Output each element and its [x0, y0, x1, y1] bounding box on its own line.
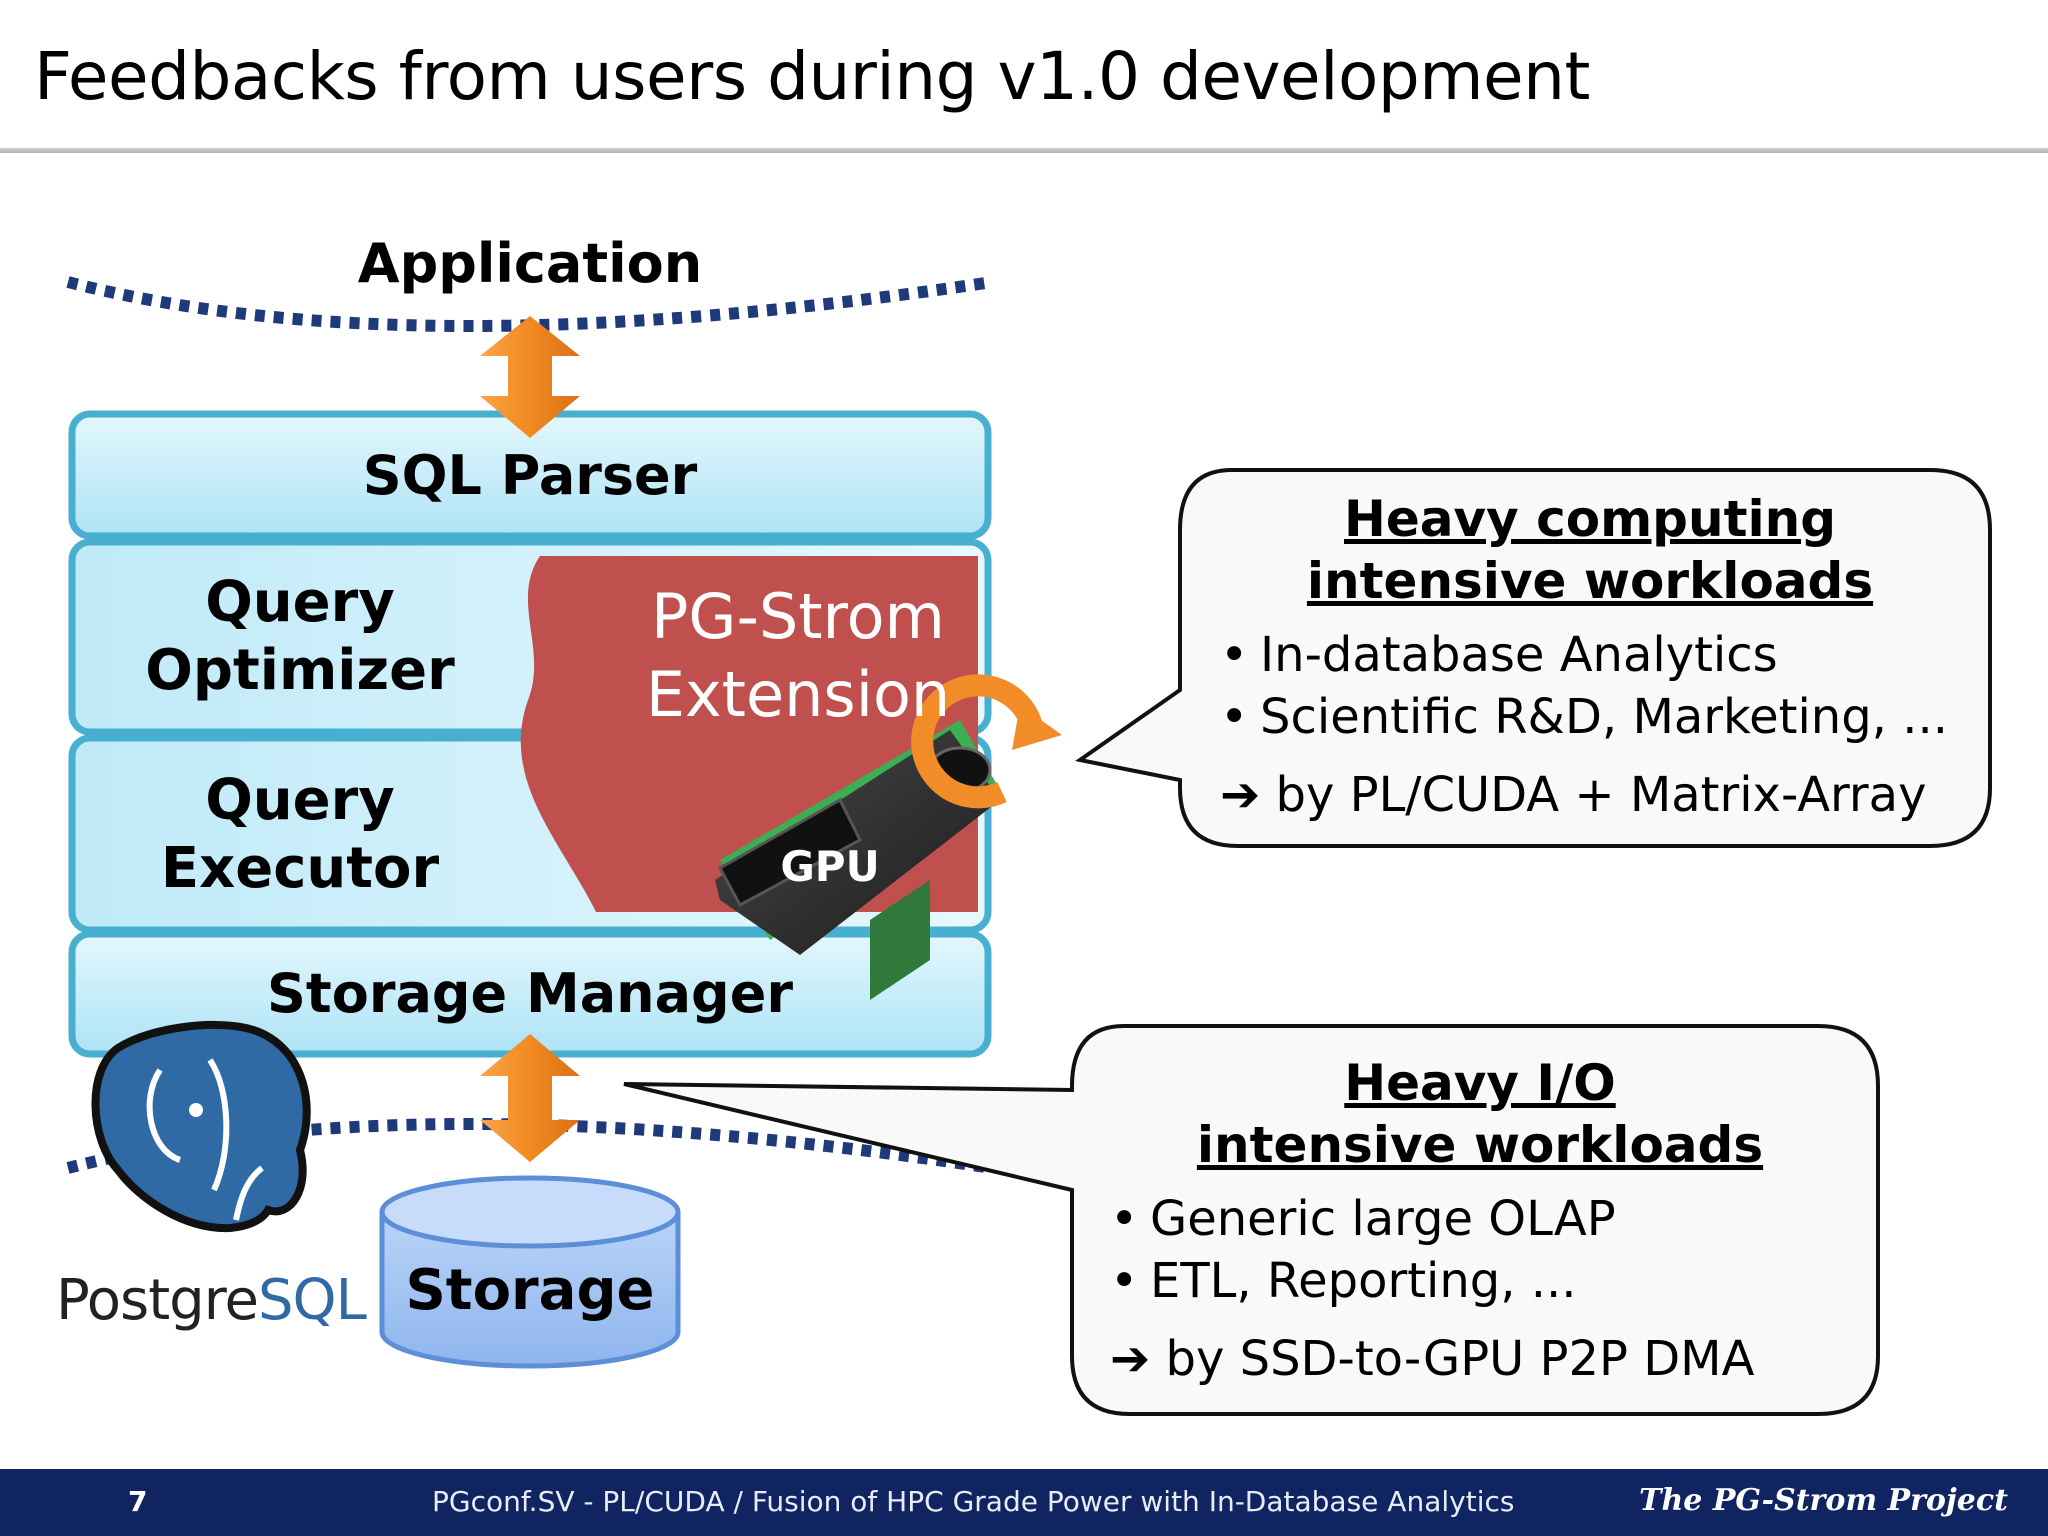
- io-callout-bubble: [623, 1024, 1880, 1416]
- io-bullet: •ETL, Reporting, ...: [1110, 1250, 1850, 1312]
- manager-storage-double-arrow: [480, 1034, 580, 1162]
- postgresql-elephant-icon: [91, 1020, 311, 1233]
- pg-strom-extension-label: PG-Strom Extension: [628, 578, 968, 734]
- io-byline: ➔ by SSD-to-GPU P2P DMA: [1110, 1328, 1850, 1390]
- compute-callout-bubble: [1075, 468, 1992, 848]
- footer-text: PGconf.SV - PL/CUDA / Fusion of HPC Grad…: [432, 1485, 1515, 1518]
- io-bullet-text: Generic large OLAP: [1150, 1191, 1616, 1247]
- project-name: The PG-Strom Project: [1639, 1483, 2008, 1518]
- storage-manager-label: Storage Manager: [267, 962, 793, 1025]
- refresh-cycle-icon: [911, 674, 1062, 809]
- title-divider: [0, 148, 2048, 153]
- storage-boundary-dots: [66, 1118, 993, 1174]
- storage-label: Storage: [405, 1258, 655, 1323]
- pg-strom-label-line1: PG-Strom: [651, 580, 945, 653]
- io-bullet: •Generic large OLAP: [1110, 1188, 1850, 1250]
- postgresql-wordmark-sql: SQL: [257, 1268, 367, 1333]
- right-arrow-icon: ➔: [1220, 767, 1261, 823]
- pg-strom-label-line2: Extension: [645, 658, 951, 731]
- query-executor-label-line1: Query: [205, 768, 395, 833]
- query-optimizer-label-line1: Query: [205, 570, 395, 635]
- right-arrow-icon: ➔: [1110, 1331, 1151, 1387]
- slide-title: Feedbacks from users during v1.0 develop…: [34, 38, 1590, 115]
- sql-parser-label: SQL Parser: [362, 444, 698, 507]
- io-bullet-text: ETL, Reporting, ...: [1150, 1253, 1577, 1309]
- postgresql-wordmark-postgre: Postgre: [56, 1268, 259, 1333]
- slide-footer: 7 PGconf.SV - PL/CUDA / Fusion of HPC Gr…: [0, 1469, 2048, 1536]
- io-callout-heading-2: intensive workloads: [1196, 1116, 1764, 1174]
- query-optimizer-label-line2: Optimizer: [145, 638, 455, 703]
- compute-bullet-text: In-database Analytics: [1260, 627, 1778, 683]
- page-number: 7: [128, 1485, 148, 1518]
- compute-callout-heading-2: intensive workloads: [1306, 552, 1874, 610]
- compute-bullet: •Scientific R&D, Marketing, ...: [1220, 686, 1960, 748]
- compute-callout-text: Heavy computing intensive workloads •In-…: [1220, 488, 1960, 826]
- query-executor-label-line2: Executor: [160, 836, 440, 901]
- application-label: Application: [357, 232, 703, 295]
- bullet-dot-icon: •: [1110, 1191, 1139, 1247]
- compute-callout-heading-1: Heavy computing: [1344, 490, 1836, 548]
- bullet-dot-icon: •: [1220, 689, 1249, 745]
- io-callout-text: Heavy I/O intensive workloads •Generic l…: [1110, 1052, 1850, 1390]
- gpu-label: GPU: [780, 842, 880, 891]
- compute-bullet-text: Scientific R&D, Marketing, ...: [1260, 689, 1948, 745]
- compute-byline-text: by PL/CUDA + Matrix-Array: [1275, 767, 1927, 823]
- compute-bullet: •In-database Analytics: [1220, 624, 1960, 686]
- io-byline-text: by SSD-to-GPU P2P DMA: [1165, 1331, 1755, 1387]
- compute-byline: ➔ by PL/CUDA + Matrix-Array: [1220, 764, 1960, 826]
- bullet-dot-icon: •: [1110, 1253, 1139, 1309]
- storage-cylinder: [379, 1175, 681, 1369]
- application-boundary-dots: [66, 276, 993, 332]
- bullet-dot-icon: •: [1220, 627, 1249, 683]
- postgresql-wordmark: PostgreSQL: [56, 1268, 367, 1333]
- app-parser-double-arrow: [480, 316, 580, 438]
- io-callout-heading-1: Heavy I/O: [1344, 1054, 1616, 1112]
